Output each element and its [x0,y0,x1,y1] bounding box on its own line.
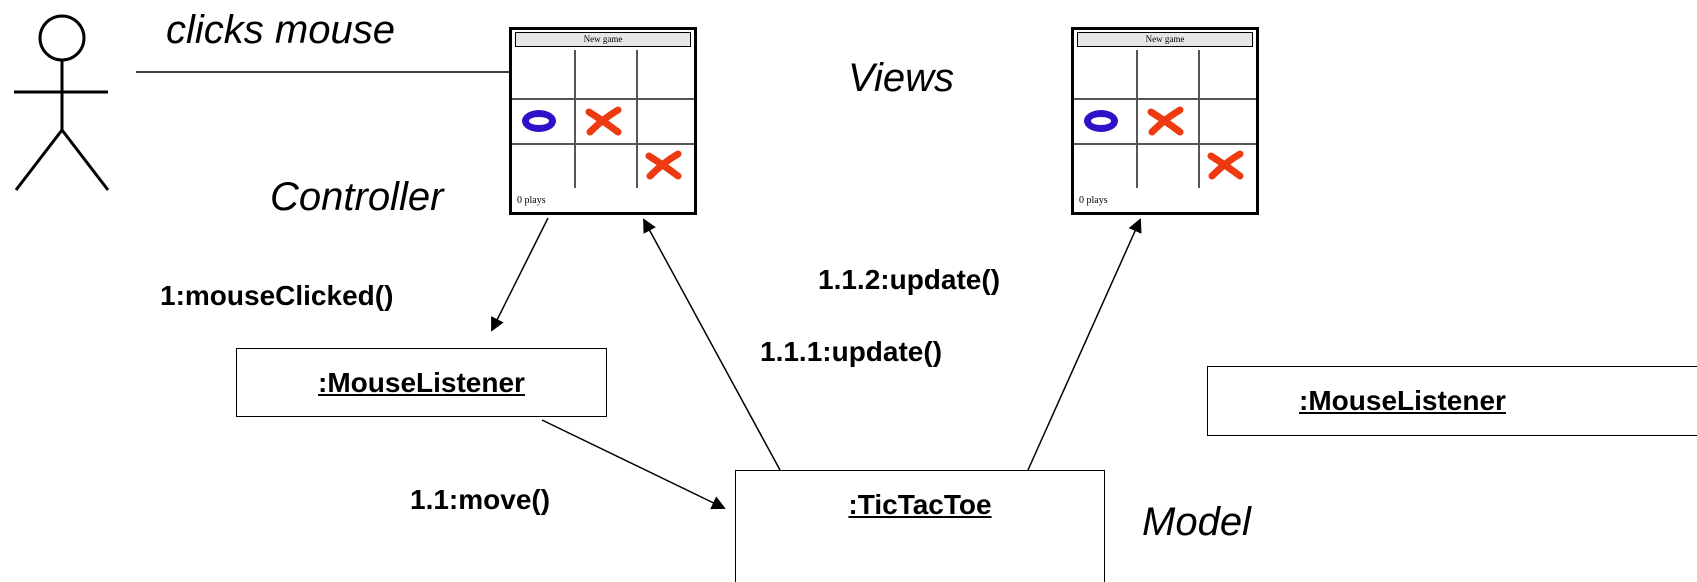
grid-line [1198,50,1200,188]
tictactoe-box: :TicTacToe [735,470,1105,582]
mouseclicked-message: 1:mouseClicked() [160,280,394,311]
new-game-button[interactable]: New game [1077,32,1253,47]
update-1-message: 1.1.1:update() [760,336,943,367]
grid-line [574,50,576,188]
view-board: New game 0 plays [1071,27,1259,215]
update-2-message: 1.1.2:update() [818,264,1001,295]
plays-status: 0 plays [1079,195,1108,206]
o-mark-icon [1084,110,1118,132]
clicks-mouse-label: clicks mouse [166,8,395,52]
mouse-listener-left-box: :MouseListener [236,348,607,417]
new-game-button[interactable]: New game [515,32,691,47]
mouse-listener-left-label: :MouseListener [318,366,525,398]
controller-board: New game 0 plays [509,27,697,215]
grid-line [1074,143,1256,145]
move-message: 1.1:move() [410,484,551,515]
views-label: Views [848,56,954,100]
x-mark-icon [1147,106,1184,136]
x-mark-icon [1207,150,1244,180]
plays-status: 0 plays [517,195,546,206]
actor-stick-figure-icon [14,14,110,191]
grid-line [1074,98,1256,100]
mouse-listener-right-box: :MouseListener [1207,366,1697,436]
grid-line [512,98,694,100]
model-label: Model [1142,500,1251,544]
x-mark-icon [585,106,622,136]
arrow-mouseclicked [491,217,549,332]
grid-line [512,143,694,145]
grid-line [636,50,638,188]
controller-label: Controller [270,175,444,219]
x-mark-icon [645,150,682,180]
mouse-listener-right-label: :MouseListener [1299,385,1506,416]
arrow-update-1 [643,218,781,471]
arrow-move [541,419,726,510]
arrow-update-2 [1027,218,1142,471]
grid-line [1136,50,1138,188]
tictactoe-label: :TicTacToe [848,489,992,520]
o-mark-icon [522,110,556,132]
